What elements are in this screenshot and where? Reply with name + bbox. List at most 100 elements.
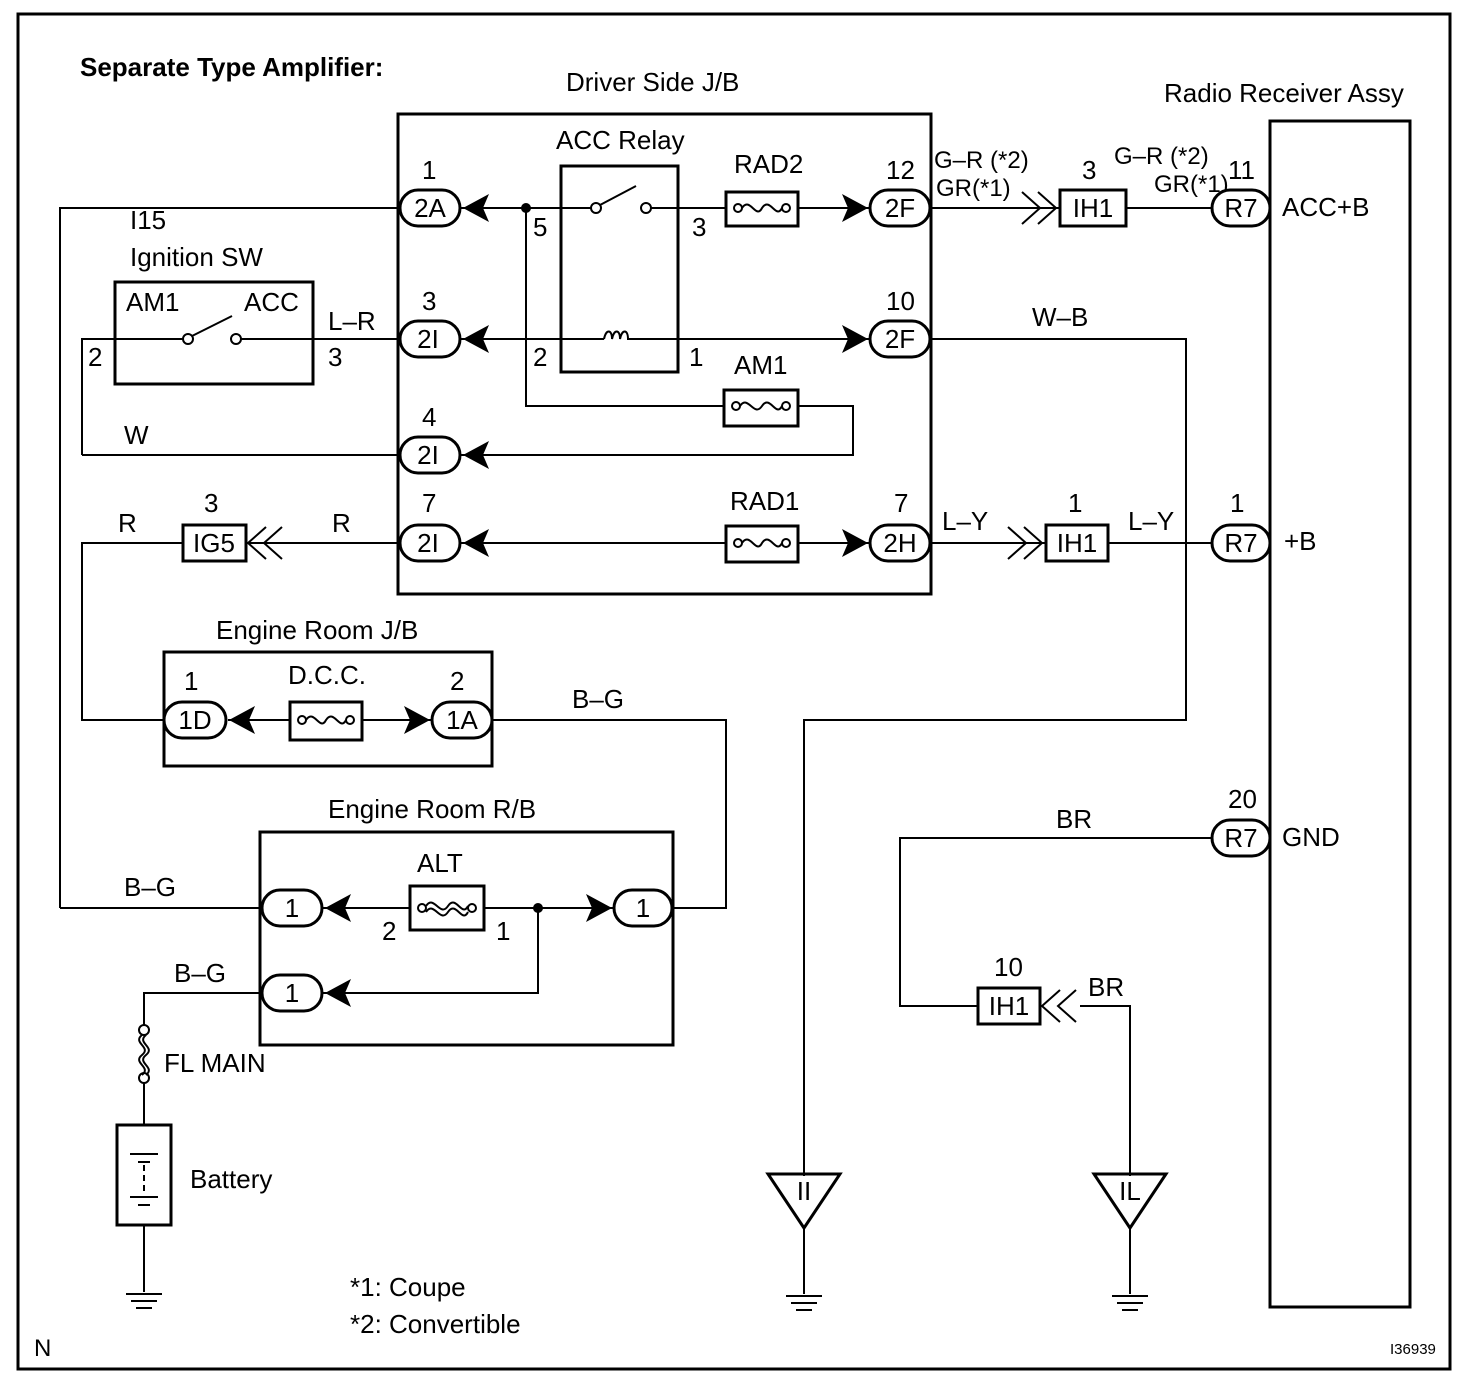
svg-text:1: 1 (285, 978, 299, 1008)
terminal-gnd: GND (1282, 822, 1340, 852)
inline-connector-arrows (246, 191, 1077, 1023)
svg-text:R7: R7 (1224, 528, 1257, 558)
junction-dot (521, 203, 531, 213)
wire-label-bg-top: B–G (572, 684, 624, 714)
svg-text:II: II (797, 1176, 811, 1206)
svg-text:2A: 2A (414, 193, 446, 223)
ground-point-ii: II (765, 1172, 843, 1231)
svg-text:R7: R7 (1224, 193, 1257, 223)
connector-1a: 1A (430, 700, 494, 740)
terminal-acc-b: ACC+B (1282, 192, 1369, 222)
svg-text:1A: 1A (446, 705, 478, 735)
relay-pin-1: 1 (689, 342, 703, 372)
connector-2i-b: 2I (398, 435, 462, 475)
svg-text:2F: 2F (885, 193, 915, 223)
engine-rb-box (258, 830, 675, 1047)
ignition-acc-label: ACC (244, 287, 299, 317)
pin-ih1-a: 3 (1082, 155, 1096, 185)
svg-text:IG5: IG5 (193, 528, 235, 558)
footer-right: I36939 (1390, 1341, 1436, 1358)
ground-symbol (126, 1293, 162, 1309)
connector-1d: 1D (162, 700, 228, 740)
radio-receiver-box (1268, 119, 1412, 1309)
wire-label-gr-a2: GR(*1) (936, 175, 1011, 202)
connector-rb-right-1: 1 (612, 888, 674, 928)
ignition-sw-box (113, 280, 315, 386)
svg-text:2F: 2F (885, 324, 915, 354)
ignition-switch-contact (182, 315, 242, 345)
fuse-rad1 (724, 524, 800, 564)
connector-r7-gnd: R7 (1210, 818, 1272, 858)
radio-receiver-label: Radio Receiver Assy (1164, 78, 1404, 108)
pin-2f-top: 12 (886, 155, 915, 185)
pin-r7-a: 11 (1228, 155, 1255, 185)
engine-jb-label: Engine Room J/B (216, 615, 418, 645)
wire-label-br-top: BR (1056, 804, 1092, 834)
connector-2f-mid: 2F (868, 319, 932, 359)
ground-symbol (786, 1295, 822, 1311)
outer-frame (16, 12, 1452, 1371)
note-convertible: *2: Convertible (350, 1309, 521, 1339)
connector-arrows (229, 194, 868, 1007)
pin-ih1-b: 1 (1068, 488, 1082, 518)
ground-symbol (1112, 1295, 1148, 1311)
acc-relay-switch (590, 185, 652, 214)
wire-label-r-left: R (118, 508, 137, 538)
pin-2f-mid: 10 (886, 286, 915, 316)
connector-ih1-b: IH1 (1044, 523, 1110, 563)
pin-2i-c: 7 (422, 488, 436, 518)
engine-rb-label: Engine Room R/B (328, 794, 536, 824)
wire-label-gr-b1: G–R (*2) (1114, 143, 1209, 170)
svg-text:1D: 1D (178, 705, 211, 735)
wire-label-bg-mid: B–G (124, 872, 176, 902)
svg-text:2I: 2I (417, 528, 439, 558)
connector-2i-a: 2I (398, 319, 462, 359)
page-title: Separate Type Amplifier: (80, 52, 383, 82)
svg-text:IH1: IH1 (1057, 528, 1097, 558)
connector-ih1-gnd: IH1 (976, 986, 1042, 1026)
wire-label-w: W (124, 420, 149, 450)
connector-rb-left-1: 1 (260, 888, 324, 928)
svg-text:2I: 2I (417, 440, 439, 470)
pin-2h: 7 (894, 488, 908, 518)
fl-main-label: FL MAIN (164, 1048, 266, 1078)
battery-label: Battery (190, 1164, 272, 1194)
wire-label-ly-b: L–Y (1128, 506, 1174, 536)
wire-label-gr-b2: GR(*1) (1154, 171, 1229, 198)
connector-ih1-a: IH1 (1058, 188, 1128, 228)
pin-r7-gnd: 20 (1228, 784, 1257, 814)
ground-point-il: IL (1091, 1172, 1169, 1231)
ignition-am1-label: AM1 (126, 287, 179, 317)
svg-text:2I: 2I (417, 324, 439, 354)
alt-pin-2: 2 (382, 916, 396, 946)
svg-text:1: 1 (285, 893, 299, 923)
fuse-dcc (288, 700, 364, 742)
fuse-alt-label: ALT (417, 848, 463, 878)
connector-2h: 2H (868, 523, 932, 563)
wire-label-wb: W–B (1032, 302, 1088, 332)
junction-dot (533, 903, 543, 913)
pin-1d: 1 (184, 666, 198, 696)
connector-2i-c: 2I (398, 523, 462, 563)
svg-text:IL: IL (1119, 1176, 1141, 1206)
svg-text:1: 1 (636, 893, 650, 923)
fuse-am1-label: AM1 (734, 350, 787, 380)
connector-ig5: IG5 (181, 523, 248, 563)
wires (59, 207, 1212, 1294)
wire-label-lr: L–R (328, 306, 376, 336)
ign-pin-3: 3 (328, 342, 342, 372)
wire-label-ly-a: L–Y (942, 506, 988, 536)
driver-jb-label: Driver Side J/B (566, 67, 739, 97)
relay-pin-2: 2 (533, 342, 547, 372)
acc-relay-box (559, 164, 680, 374)
wire-label-br-bot: BR (1088, 972, 1124, 1002)
footer-left: N (34, 1335, 51, 1362)
fuse-alt (408, 884, 486, 932)
pin-2i-a: 3 (422, 286, 436, 316)
svg-text:R7: R7 (1224, 823, 1257, 853)
fuse-rad2 (724, 190, 800, 228)
relay-pin-3: 3 (692, 212, 706, 242)
fuse-dcc-label: D.C.C. (288, 660, 366, 690)
pin-1a: 2 (450, 666, 464, 696)
